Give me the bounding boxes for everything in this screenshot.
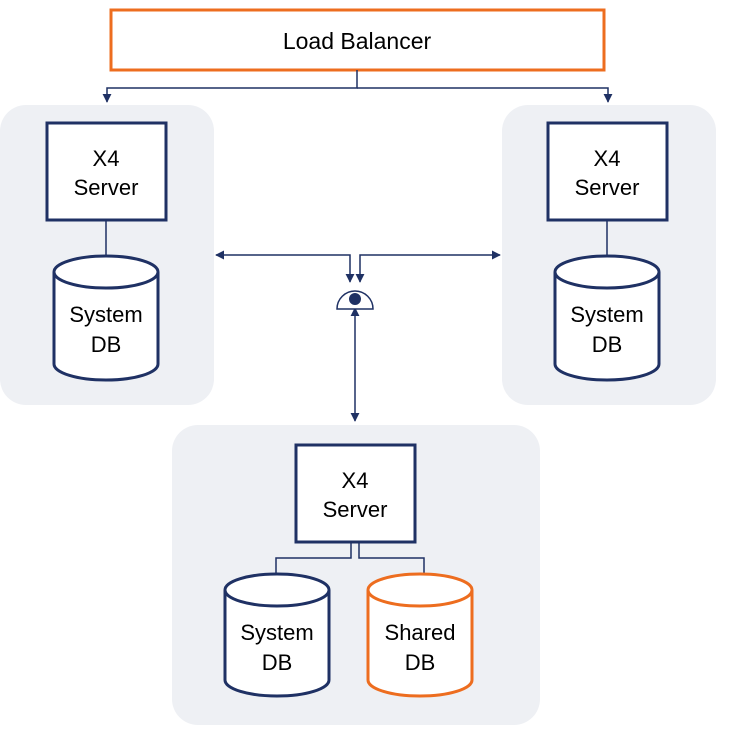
svg-text:System: System — [69, 302, 142, 327]
x4-server-bottom: X4 Server — [294, 443, 417, 544]
svg-text:DB: DB — [405, 650, 436, 675]
x4-server-right: X4 Server — [546, 121, 669, 222]
svg-text:Shared: Shared — [385, 620, 456, 645]
system-db-bottom: System DB — [223, 572, 331, 698]
replication-hub-icon — [336, 290, 374, 310]
svg-text:System: System — [570, 302, 643, 327]
svg-text:DB: DB — [91, 332, 122, 357]
load-balancer-connectors — [102, 70, 613, 103]
svg-text:Server: Server — [323, 497, 388, 522]
load-balancer: Load Balancer — [109, 8, 606, 72]
system-db-right: System DB — [553, 254, 661, 382]
sync-connectors — [215, 250, 501, 422]
svg-text:X4: X4 — [93, 146, 120, 171]
svg-text:Server: Server — [575, 175, 640, 200]
svg-text:DB: DB — [262, 650, 293, 675]
svg-text:X4: X4 — [594, 146, 621, 171]
load-balancer-label: Load Balancer — [283, 28, 432, 54]
svg-text:System: System — [240, 620, 313, 645]
shared-db-bottom: Shared DB — [366, 572, 474, 698]
server-db-connectors-bottom — [275, 542, 425, 576]
svg-text:DB: DB — [592, 332, 623, 357]
svg-text:X4: X4 — [342, 468, 369, 493]
system-db-left: System DB — [52, 254, 160, 382]
x4-server-left: X4 Server — [45, 121, 168, 222]
svg-text:Server: Server — [74, 175, 139, 200]
